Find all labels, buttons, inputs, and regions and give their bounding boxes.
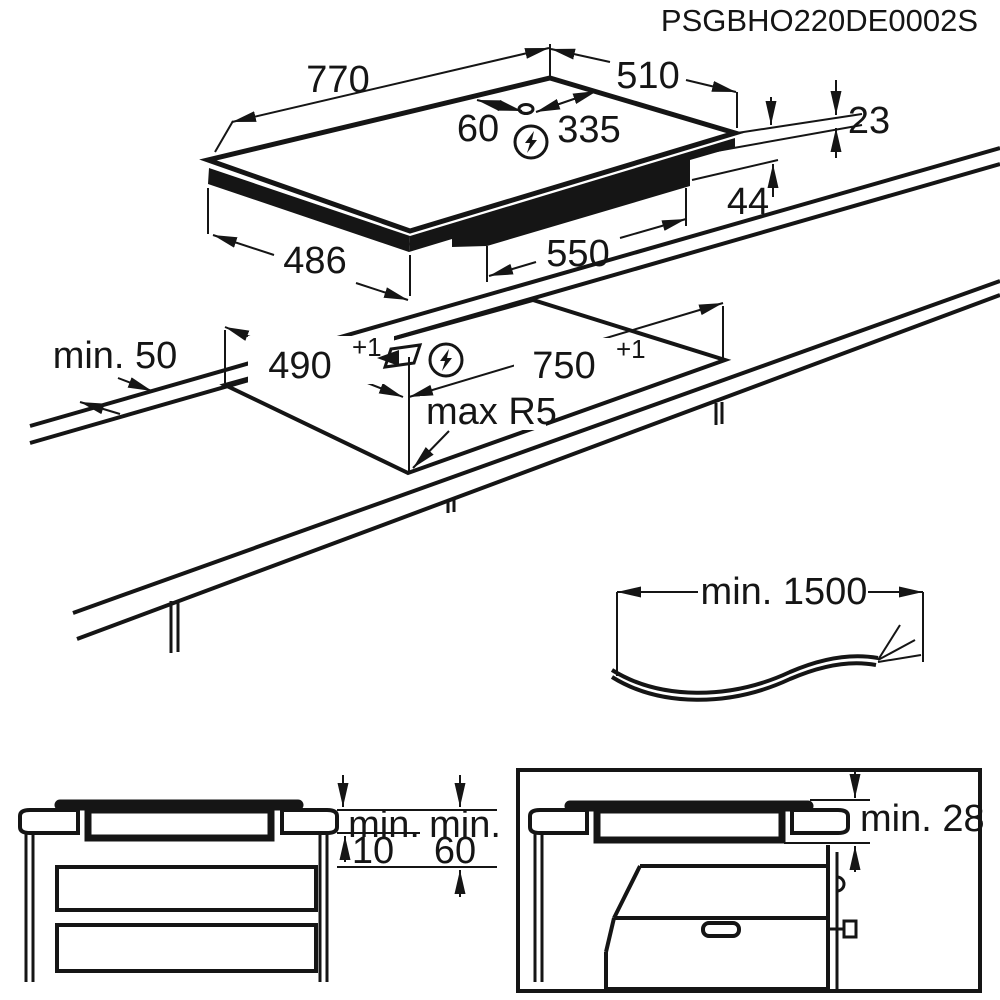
drawer-front-upper: [55, 865, 318, 912]
hob-isometric-view: [199, 44, 863, 301]
dimension-line-486: [212, 234, 275, 256]
cutout-opening: [219, 297, 732, 476]
dim-label-750: 750: [532, 345, 595, 387]
dim-label-60: 60: [457, 108, 499, 150]
worktop-section-right: [280, 808, 339, 835]
oven-top-slant: [612, 865, 642, 919]
worktop-back-edge: [29, 146, 1000, 428]
dim-label-min28: min. 28: [860, 798, 985, 840]
hob-body-left-face: [208, 168, 410, 252]
worktop-section-left: [528, 808, 589, 835]
dim-label-min1500: min. 1500: [701, 571, 868, 613]
drawing-title: PSGBHO220DE0002S: [661, 3, 978, 38]
dimension-line-550: [488, 261, 537, 277]
dim-label-490: 490: [268, 345, 331, 387]
dim-label-44: 44: [727, 181, 769, 223]
clearance-oven-view: [516, 768, 982, 993]
dim-label-770: 770: [306, 59, 369, 101]
dim-label-490-tolerance: +1: [352, 332, 382, 362]
dimension-line-510: [550, 48, 611, 63]
extension-line: [736, 113, 863, 134]
dim-label-min-1: min.: [348, 804, 420, 846]
arrow-max-r5: [412, 430, 450, 469]
dim-label-486: 486: [283, 240, 346, 282]
dimension-line-770: [231, 47, 550, 123]
worktop-front-edge-lower: [76, 293, 1000, 641]
extension-line: [691, 159, 779, 181]
label-backdrop: [698, 566, 868, 606]
dim-label-23: 23: [848, 100, 890, 142]
dim-label-min50: min. 50: [53, 335, 178, 377]
mains-cable: [610, 624, 922, 702]
dim-label-60b: 60: [434, 830, 476, 872]
dim-label-550: 550: [546, 233, 609, 275]
cutout-cable-outlet-mark: [377, 343, 423, 369]
extension-line: [214, 120, 234, 153]
oven-knob: [842, 919, 858, 939]
worktop-cutout-view: [29, 146, 1000, 653]
oven-hinge-bump: [836, 875, 846, 893]
dim-label-510: 510: [616, 55, 679, 97]
dim-label-max-r5: max R5: [426, 391, 557, 433]
label-backdrop: [420, 396, 546, 430]
dim-label-min-2: min.: [429, 804, 501, 846]
dimension-line-510: [685, 79, 737, 93]
oven-handle: [701, 921, 741, 938]
worktop-section-left: [18, 808, 80, 835]
dimension-line-550: [619, 218, 687, 239]
arrow-min50-lower: [79, 401, 121, 415]
worktop-break-marks: [169, 402, 724, 653]
hob-casing-section: [593, 806, 786, 844]
worktop-front-edge: [72, 279, 1000, 615]
built-under-oven: [604, 845, 858, 991]
cable-outlet-icon: [517, 103, 535, 115]
arrow-min50-upper: [117, 377, 153, 392]
hob-body-right-face: [409, 138, 735, 252]
electrical-connection-icon: [513, 124, 549, 160]
hob-casing-section: [84, 806, 275, 842]
label-backdrop: [248, 336, 394, 384]
dim-label-750-tolerance: +1: [616, 334, 646, 364]
dimension-line-486: [355, 282, 409, 301]
label-backdrop: [514, 338, 648, 384]
cable-length-view: [610, 566, 924, 702]
clearance-drawer-view: [18, 775, 497, 982]
dim-label-335: 335: [557, 109, 620, 151]
oven-left-edge: [604, 917, 616, 953]
worktop-section-right: [790, 808, 850, 835]
dim-label-10: 10: [352, 830, 394, 872]
dimension-line-60: [476, 99, 523, 112]
hob-glass-top: [199, 75, 744, 234]
drawer-front-lower: [55, 923, 318, 973]
dimension-line-335: [535, 90, 598, 113]
electrical-connection-icon: [428, 342, 464, 378]
